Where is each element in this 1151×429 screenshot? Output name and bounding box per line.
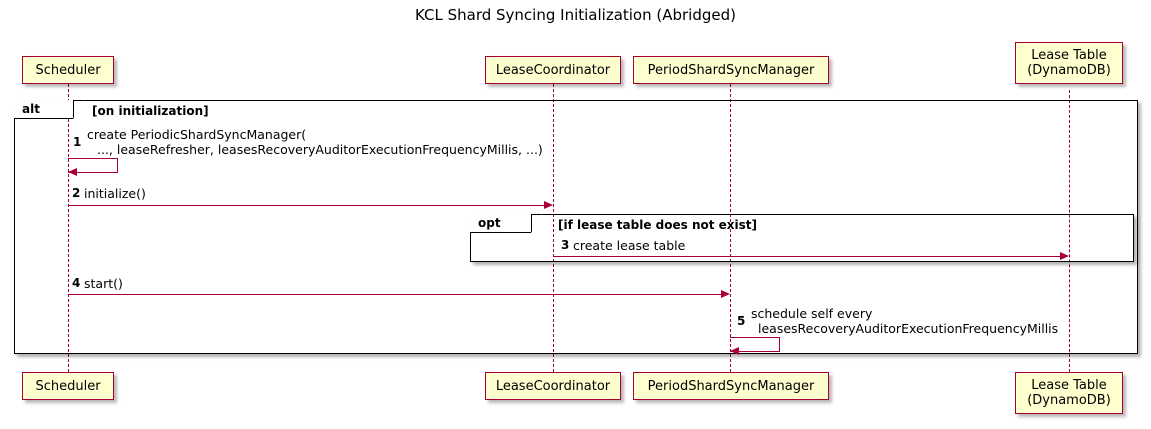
message-3-line	[553, 256, 1060, 257]
message-4-text: start()	[84, 276, 123, 291]
diagram-title: KCL Shard Syncing Initialization (Abridg…	[415, 6, 736, 24]
message-2-number: 2	[72, 186, 81, 200]
lifeline-scheduler	[68, 84, 69, 372]
participant-label: LeaseCoordinator	[495, 378, 611, 394]
message-2-text: initialize()	[84, 186, 146, 201]
participant-scheduler-bottom[interactable]: Scheduler	[22, 372, 114, 400]
participant-leasetable-bottom[interactable]: Lease Table (DynamoDB)	[1015, 372, 1123, 414]
message-1-text-line2: ..., leaseRefresher, leasesRecoveryAudit…	[97, 142, 543, 157]
fragment-alt-guard: [on initialization]	[92, 104, 209, 118]
message-1-self-arrow	[68, 158, 118, 173]
participant-periodshardsyncmanager-bottom[interactable]: PeriodShardSyncManager	[633, 372, 829, 400]
fragment-opt-keyword: opt	[470, 214, 542, 233]
participant-label: Lease Table	[1031, 378, 1107, 393]
participant-leasetable-top[interactable]: Lease Table (DynamoDB)	[1015, 42, 1123, 84]
message-5-number: 5	[737, 314, 746, 328]
message-2-arrowhead	[544, 200, 553, 209]
participant-label: Lease Table	[1031, 48, 1107, 63]
lifeline-leasetable	[1069, 90, 1070, 372]
message-1-number: 1	[73, 135, 82, 149]
participant-label: LeaseCoordinator	[495, 62, 611, 78]
message-1-arrowhead	[68, 168, 77, 176]
participant-label: PeriodShardSyncManager	[647, 62, 815, 78]
message-5-self-arrow	[730, 337, 780, 352]
participant-label: Scheduler	[35, 378, 101, 394]
fragment-opt-guard: [if lease table does not exist]	[558, 218, 758, 232]
message-5-text-line1: schedule self every	[751, 306, 873, 321]
fragment-alt-keyword: alt	[14, 100, 84, 119]
participant-scheduler-top[interactable]: Scheduler	[22, 56, 114, 84]
message-4-arrowhead	[721, 289, 730, 298]
message-5-arrowhead	[730, 347, 739, 355]
message-1-text-line1: create PeriodicShardSyncManager(	[87, 127, 307, 142]
lifeline-leasecoordinator	[553, 84, 554, 372]
message-3-text: create lease table	[573, 238, 686, 253]
message-4-line	[68, 294, 721, 295]
participant-label-line2: (DynamoDB)	[1027, 63, 1111, 78]
lifeline-periodshardsyncmanager	[730, 84, 731, 372]
fragment-alt	[14, 100, 1138, 354]
participant-label-line2: (DynamoDB)	[1027, 393, 1111, 408]
participant-label: Scheduler	[35, 62, 101, 78]
message-3-number: 3	[561, 238, 570, 252]
message-3-arrowhead	[1060, 251, 1069, 260]
participant-leasecoordinator-bottom[interactable]: LeaseCoordinator	[485, 372, 621, 400]
message-4-number: 4	[72, 276, 81, 290]
participant-leasecoordinator-top[interactable]: LeaseCoordinator	[485, 56, 621, 84]
message-2-line	[68, 205, 544, 206]
fragment-opt	[470, 214, 1134, 262]
message-5-text-line2: leasesRecoveryAuditorExecutionFrequencyM…	[758, 321, 1059, 336]
participant-periodshardsyncmanager-top[interactable]: PeriodShardSyncManager	[633, 56, 829, 84]
participant-label: PeriodShardSyncManager	[647, 378, 815, 394]
